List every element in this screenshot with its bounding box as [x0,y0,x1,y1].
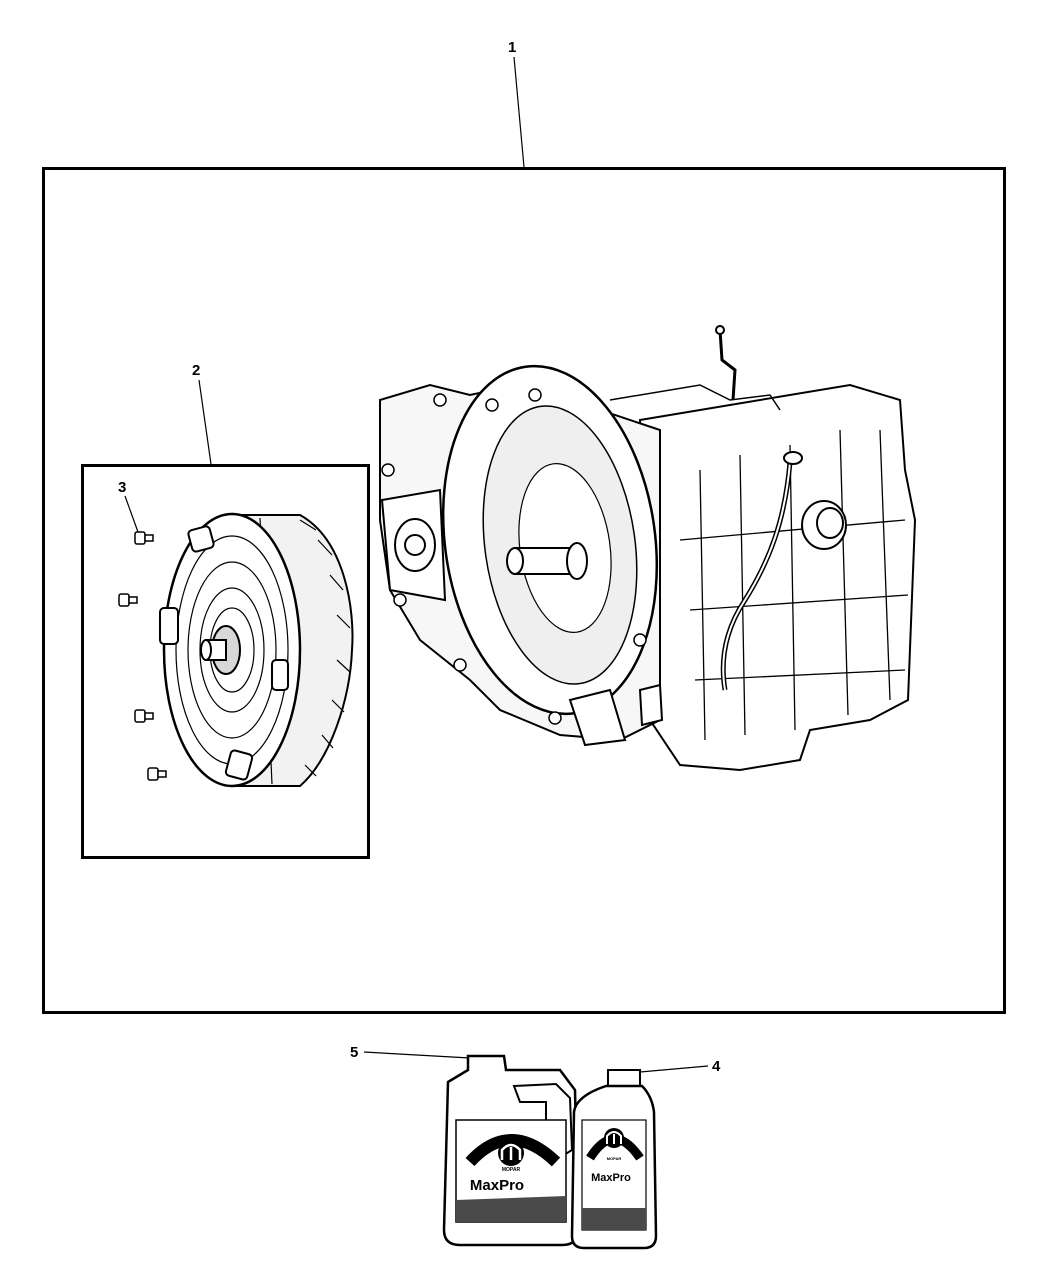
fluid-jug-icon: MOPAR MaxPro [442,1054,580,1247]
callout-5-leader [363,1051,471,1059]
callout-4-label: 4 [712,1058,721,1075]
mopar-logo-icon [498,1140,524,1166]
bottle-maker-text: MOPAR [607,1156,622,1161]
callout-5-label: 5 [350,1044,358,1061]
bottle-brand-text: MaxPro [591,1172,631,1184]
callout-3-leader [124,495,139,533]
converter-frame [81,464,370,859]
callout-4-leader [639,1065,709,1073]
torque-converter-icon [159,512,354,788]
callout-2-label: 2 [192,362,200,379]
bolt-icon [118,531,167,781]
transmission-assembly-icon [379,325,917,772]
assembly-frame [42,167,1006,1014]
fluid-bottle-icon: MOPAR MaxPro [570,1069,658,1250]
callout-3-label: 3 [118,479,126,496]
callout-1-label: 1 [508,39,516,56]
callout-1-leader [513,56,525,168]
mopar-logo-icon [604,1128,624,1148]
callout-2-leader [198,379,212,465]
jug-brand-text: MaxPro [470,1177,524,1194]
jug-maker-text: MOPAR [502,1167,521,1173]
